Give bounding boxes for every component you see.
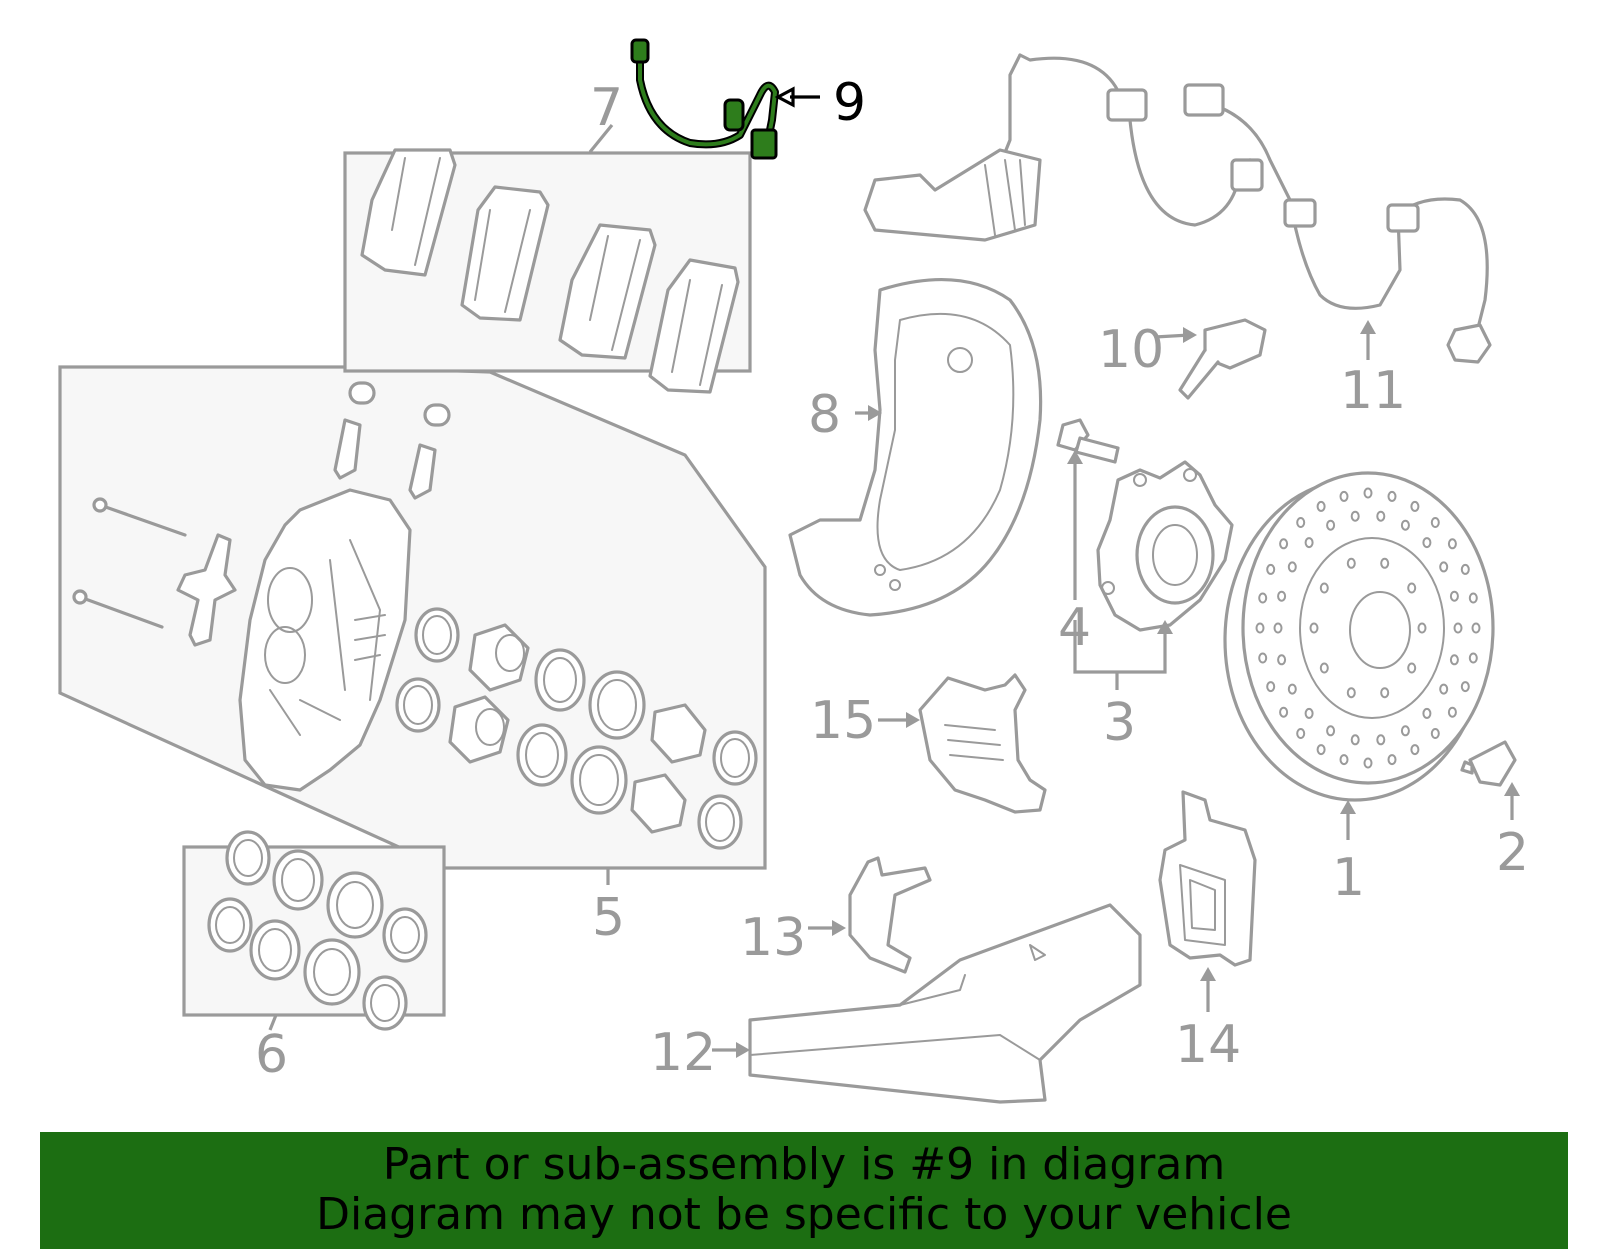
abs-wiring-harness	[863, 53, 1492, 364]
rotor-hole	[1304, 707, 1314, 719]
rotor-hole	[1350, 734, 1360, 746]
rotor-hole	[1309, 622, 1319, 634]
caliper-body	[238, 488, 412, 792]
hub-bolt	[1056, 418, 1120, 464]
rotor-hole	[1277, 654, 1287, 666]
callout-13: 13	[740, 908, 806, 968]
rotor-hole	[1376, 734, 1386, 746]
callout-leaders	[268, 86, 1520, 1058]
rotor-hole	[1258, 652, 1268, 664]
rotor-hole	[1447, 538, 1457, 550]
rotor-hole	[1319, 662, 1329, 674]
callout-11: 11	[1340, 361, 1406, 421]
callout-8: 8	[808, 385, 841, 445]
rotor-hole	[1380, 687, 1390, 699]
caliper-hardware	[72, 381, 451, 647]
rotor-hole	[1400, 519, 1410, 531]
rotor-hole	[1316, 500, 1326, 512]
rotor-hole	[1422, 707, 1432, 719]
info-banner: Part or sub-assembly is #9 in diagram Di…	[40, 1132, 1568, 1249]
rotor-hole	[1350, 510, 1360, 522]
rotor-hole	[1460, 681, 1470, 693]
callout-5: 5	[592, 888, 625, 948]
rotor-hole	[1296, 517, 1306, 528]
rotor-hole	[1279, 538, 1289, 550]
rotor-hole	[1468, 652, 1478, 664]
rotor-hole	[1258, 592, 1268, 604]
rotor-hole	[1417, 622, 1427, 634]
rotor-hole	[1468, 592, 1478, 604]
rotor-hole	[1363, 487, 1373, 499]
duct-bracket	[848, 856, 932, 974]
rotor-hole	[1430, 517, 1440, 528]
rotor-screw	[1460, 740, 1517, 787]
rotor-hole	[1387, 754, 1397, 766]
rotor-hole	[1346, 557, 1356, 569]
rotor-hole	[1339, 754, 1349, 766]
rotor-hole	[1447, 706, 1457, 718]
rotor-hole	[1460, 563, 1470, 575]
brake-rotor	[1223, 471, 1495, 802]
rotor-hole	[1266, 563, 1276, 575]
callout-10: 10	[1098, 320, 1164, 380]
callout-labels: 7 9 8 10 11 4 3 1 2 15 13 12 14 5 6	[255, 73, 1529, 1085]
duct-mount	[1158, 790, 1257, 967]
hub-bearing	[1096, 460, 1234, 632]
rotor-hole	[1255, 622, 1265, 634]
rotor-hole	[1410, 744, 1420, 756]
callout-14: 14	[1175, 1015, 1241, 1075]
speed-sensor	[1178, 318, 1267, 400]
banner-line-1: Part or sub-assembly is #9 in diagram	[382, 1139, 1226, 1190]
rotor-hole	[1316, 744, 1326, 756]
callout-3: 3	[1103, 693, 1136, 753]
rotor-hole	[1266, 681, 1276, 693]
banner-line-2: Diagram may not be specific to your vehi…	[316, 1189, 1292, 1240]
rotor-hole	[1439, 683, 1449, 695]
rotor-hole	[1339, 490, 1349, 502]
rotor-hole	[1449, 590, 1459, 602]
rotor-hole	[1277, 590, 1287, 602]
rotor-hole	[1407, 662, 1417, 674]
rotor-hole	[1296, 728, 1306, 739]
callout-1: 1	[1332, 848, 1365, 908]
rotor-hole	[1326, 519, 1336, 531]
caliper-bracket	[918, 673, 1047, 814]
dust-shield	[788, 277, 1043, 617]
rotor-hole	[1363, 757, 1373, 769]
pistons-and-seals	[395, 607, 758, 850]
rotor-hole	[1287, 561, 1297, 573]
brake-pads	[360, 148, 740, 394]
callout-7: 7	[590, 78, 623, 138]
callout-2: 2	[1496, 823, 1529, 883]
rotor-hole	[1346, 687, 1356, 699]
rotor-hole	[1380, 557, 1390, 569]
rotor-hole	[1422, 537, 1432, 549]
air-duct	[748, 903, 1142, 1104]
callout-4: 4	[1058, 598, 1091, 658]
callout-15: 15	[810, 691, 876, 751]
rotor-hole	[1326, 725, 1336, 737]
brake-hose-highlighted	[630, 38, 779, 160]
seal-kit	[207, 830, 428, 1031]
rotor-hole	[1319, 582, 1329, 594]
callout-6: 6	[255, 1025, 288, 1085]
rotor-hole	[1387, 490, 1397, 502]
rotor-hole	[1273, 622, 1283, 634]
rotor-hole	[1304, 537, 1314, 549]
rotor-hole	[1287, 683, 1297, 695]
rotor-hole	[1471, 622, 1481, 634]
rotor-hole	[1410, 500, 1420, 512]
rotor-hole	[1400, 725, 1410, 737]
rotor-hole	[1407, 582, 1417, 594]
callout-9: 9	[833, 73, 866, 133]
rotor-hole	[1376, 510, 1386, 522]
rotor-hole	[1430, 728, 1440, 739]
rotor-hole	[1439, 561, 1449, 573]
rotor-hole	[1453, 622, 1463, 634]
rotor-hole	[1449, 654, 1459, 666]
callout-12: 12	[650, 1023, 716, 1083]
rotor-hole	[1279, 706, 1289, 718]
